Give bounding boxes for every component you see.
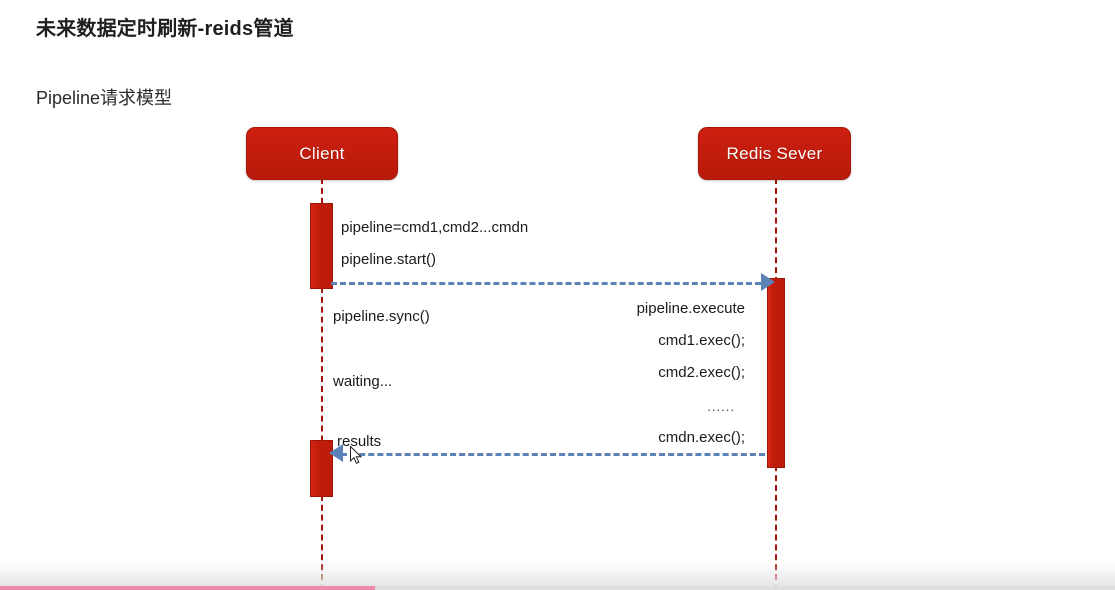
message-label-results: results [337, 433, 382, 450]
arrowhead-left-icon [329, 444, 343, 462]
page-title: 未来数据定时刷新-reids管道 [36, 18, 294, 40]
page-subtitle: Pipeline请求模型 [36, 88, 173, 108]
progress-track[interactable] [0, 586, 1115, 590]
message-label-cmd1-exec: cmd1.exec(); [658, 332, 745, 349]
message-label-pipeline-sync: pipeline.sync() [333, 308, 430, 325]
activation-bar-client-second [310, 440, 333, 497]
message-arrow-response [341, 453, 765, 456]
message-label-pipeline-start: pipeline.start() [341, 251, 437, 268]
message-label-pipeline-definition: pipeline=cmd1,cmd2...cmdn [341, 219, 529, 236]
mouse-pointer-icon [350, 446, 363, 464]
message-label-pipeline-execute: pipeline.execute [636, 300, 745, 317]
participant-label-server: Redis Sever [726, 143, 823, 163]
activation-bar-server [767, 278, 785, 468]
message-arrow-request [331, 282, 761, 285]
lifeline-client [321, 178, 323, 590]
participant-box-client[interactable]: Client [246, 127, 398, 180]
message-label-cmdn-exec: cmdn.exec(); [658, 429, 745, 446]
progress-fill[interactable] [0, 586, 375, 590]
arrowhead-right-icon [761, 273, 775, 291]
participant-box-server[interactable]: Redis Sever [698, 127, 851, 180]
participant-label-client: Client [299, 143, 345, 163]
message-label-waiting: waiting... [333, 373, 393, 390]
message-label-ellipsis: ...... [707, 399, 735, 414]
message-label-cmd2-exec: cmd2.exec(); [658, 364, 745, 381]
activation-bar-client-first [310, 203, 333, 289]
